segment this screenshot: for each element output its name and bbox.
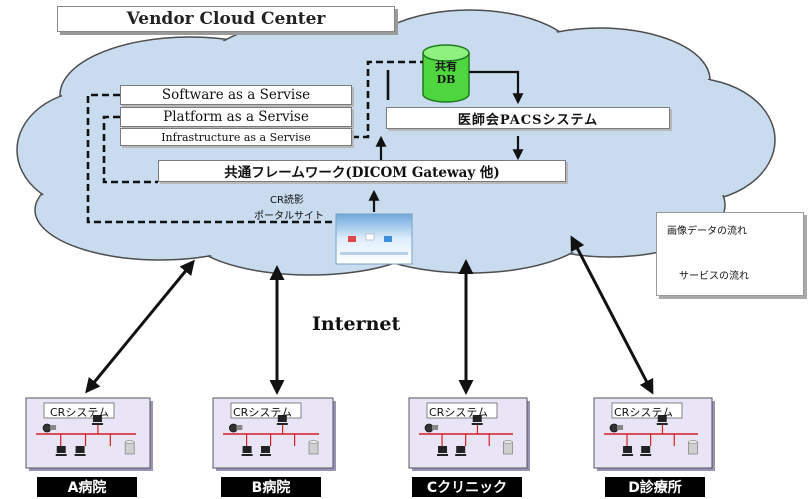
cr-system-label: CRシステム bbox=[429, 406, 488, 419]
internet-links bbox=[85, 235, 654, 395]
computer-icon-base bbox=[91, 423, 103, 425]
site-boxes bbox=[25, 397, 715, 471]
storage-top bbox=[688, 440, 698, 444]
image-flow-arrows-cloud bbox=[368, 70, 524, 212]
cr-system-box bbox=[25, 397, 153, 471]
computer-icon bbox=[75, 446, 85, 453]
cr-reader-body bbox=[617, 425, 624, 430]
computer-icon-base bbox=[276, 423, 288, 425]
computer-icon-base bbox=[55, 454, 67, 456]
cr-reader-icon bbox=[228, 423, 238, 433]
computer-icon bbox=[623, 446, 633, 453]
cr-reader-body bbox=[236, 425, 243, 430]
legend-service-flow-label: サービスの流れ bbox=[679, 271, 749, 282]
cr-system-label-bg bbox=[611, 402, 683, 419]
storage-top bbox=[503, 440, 513, 444]
shared-db-icon bbox=[422, 44, 470, 103]
cr-system-label-bg bbox=[43, 402, 115, 419]
shared-db-label: 共有DB bbox=[435, 60, 457, 86]
cr-system-label: CRシステム bbox=[50, 406, 109, 419]
computer-icon-base bbox=[241, 454, 253, 456]
saas-box: Software as a Servise bbox=[120, 85, 352, 105]
site-name-label: A病院 bbox=[37, 477, 137, 497]
computer-icon-base bbox=[437, 454, 449, 456]
internet-label: Internet bbox=[312, 313, 401, 335]
storage-top bbox=[308, 440, 319, 444]
computer-icon bbox=[242, 446, 252, 453]
cr-reader-icon bbox=[609, 423, 619, 433]
cr-system-label-bg bbox=[230, 402, 302, 419]
legend: 画像データの流れ サービスの流れ bbox=[656, 212, 804, 296]
cr-reader-icon bbox=[424, 423, 434, 433]
cr-system-label: CRシステム bbox=[614, 406, 673, 419]
computer-icon-base bbox=[622, 454, 634, 456]
cr-reader-icon bbox=[42, 423, 52, 433]
computer-icon bbox=[456, 446, 466, 453]
computer-icon bbox=[277, 415, 287, 422]
portal-label-line2: ポータルサイト bbox=[254, 211, 324, 222]
pacs-system-box: 医師会PACSシステム bbox=[386, 107, 670, 129]
site-name-label: Cクリニック bbox=[412, 477, 522, 497]
computer-icon-base bbox=[74, 454, 86, 456]
legend-image-flow-label: 画像データの流れ bbox=[667, 226, 747, 237]
cr-reader-body bbox=[50, 425, 57, 430]
cr-reader-body bbox=[432, 425, 439, 430]
cr-system-label-bg bbox=[426, 402, 498, 419]
site-name-label: B病院 bbox=[221, 477, 321, 497]
cr-system-label: CRシステム bbox=[233, 406, 292, 419]
cr-system-box bbox=[593, 397, 715, 471]
computer-icon-base bbox=[471, 423, 483, 425]
paas-box: Platform as a Servise bbox=[120, 107, 352, 127]
computer-icon-base bbox=[260, 454, 271, 456]
portal-label-line1: CR読影 bbox=[270, 195, 304, 206]
computer-icon-base bbox=[455, 454, 467, 456]
computer-icon bbox=[56, 446, 66, 453]
page-title: Vendor Cloud Center bbox=[57, 6, 395, 32]
portal-site-image bbox=[335, 213, 413, 265]
site-name-label: D診療所 bbox=[605, 477, 705, 497]
computer-icon bbox=[657, 415, 667, 422]
storage-top bbox=[124, 440, 135, 444]
computer-icon bbox=[438, 446, 448, 453]
cr-system-box bbox=[408, 397, 530, 471]
computer-icon bbox=[472, 415, 482, 422]
computer-icon-base bbox=[656, 423, 668, 425]
iaas-box: Infrastructure as a Servise bbox=[120, 128, 352, 146]
computer-icon bbox=[641, 446, 651, 453]
computer-icon-base bbox=[640, 454, 652, 456]
service-flow-lines bbox=[86, 60, 423, 224]
cr-system-box bbox=[212, 397, 336, 471]
common-framework-box: 共通フレームワーク(DICOM Gateway 他) bbox=[158, 160, 566, 182]
computer-icon bbox=[261, 446, 270, 453]
computer-icon bbox=[92, 415, 102, 422]
